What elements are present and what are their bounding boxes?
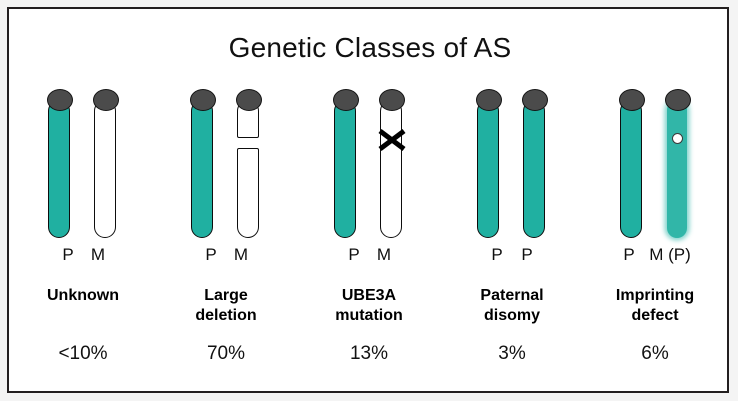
centromere-icon — [190, 89, 216, 111]
centromere-icon — [93, 89, 119, 111]
chromosome-arm — [523, 100, 545, 238]
chromosome-arm — [477, 100, 499, 238]
chromosome-paternal — [333, 89, 359, 241]
mutation-x-icon — [376, 128, 408, 152]
chromosome-pair — [586, 89, 724, 241]
chromosome-arm — [48, 100, 70, 238]
chromosome-arm — [191, 100, 213, 238]
class-name-line: Paternal — [480, 287, 544, 304]
parent-label-right: M — [90, 245, 106, 264]
chromosome-arm-lower-segment — [237, 148, 259, 238]
parent-origin-labels: P M (P) — [586, 245, 724, 265]
chromosome-pair — [443, 89, 581, 241]
class-name-line: UBE3A — [341, 287, 397, 304]
chromosome-paternal-duplicate — [522, 89, 548, 241]
centromere-icon — [236, 89, 262, 111]
class-percentage: 13% — [349, 343, 389, 364]
class-name-line: defect — [631, 307, 679, 324]
chromosome-maternal-deleted — [236, 89, 262, 241]
parent-label-right: M (P) — [649, 245, 691, 264]
class-name: Unknown — [14, 286, 152, 306]
chromosome-maternal — [93, 89, 119, 241]
centromere-icon — [47, 89, 73, 111]
centromere-icon — [522, 89, 548, 111]
parent-label-left: P — [205, 245, 217, 264]
chromosome-maternal-imprinted — [665, 89, 691, 241]
chromosome-arm — [380, 100, 402, 238]
parent-label-right: M — [376, 245, 392, 264]
centromere-icon — [379, 89, 405, 111]
chromosome-arm — [620, 100, 642, 238]
class-name: Paternal disomy — [443, 286, 581, 326]
chromosome-paternal — [47, 89, 73, 241]
class-name-line: deletion — [195, 307, 257, 324]
centromere-icon — [476, 89, 502, 111]
chromosome-pair — [157, 89, 295, 241]
class-percentage: <10% — [58, 343, 108, 364]
chromosome-arm — [334, 100, 356, 238]
chromosome-arm — [94, 100, 116, 238]
parent-label-left: P — [491, 245, 503, 264]
class-name-line: disomy — [483, 307, 540, 324]
centromere-icon — [619, 89, 645, 111]
chromosome-paternal — [476, 89, 502, 241]
class-column-imprinting-defect: P M (P) Imprinting defect 6% — [586, 9, 724, 395]
imprinting-center-dot-icon — [672, 133, 683, 144]
class-name-line: Imprinting — [615, 287, 695, 304]
chromosome-maternal-mutated — [376, 89, 408, 241]
class-name-line: Unknown — [47, 287, 119, 304]
chromosome-paternal — [190, 89, 216, 241]
chromosome-pair — [14, 89, 152, 241]
parent-label-right: P — [521, 245, 533, 264]
class-percentage: 70% — [206, 343, 246, 364]
parent-label-left: P — [623, 245, 635, 264]
parent-label-right: M — [233, 245, 249, 264]
parent-label-left: P — [62, 245, 74, 264]
class-name-line: Large — [204, 287, 248, 304]
class-name: UBE3A mutation — [300, 286, 438, 326]
figure-title: Genetic Classes of AS — [228, 32, 512, 63]
centromere-icon — [665, 89, 691, 111]
class-name: Imprinting defect — [586, 286, 724, 326]
class-percentage: 3% — [498, 343, 526, 364]
chromosome-pair — [300, 89, 438, 241]
chromosome-paternal — [619, 89, 645, 241]
class-name-line: mutation — [335, 307, 403, 324]
chromosome-arm — [667, 100, 687, 238]
parent-label-left: P — [348, 245, 360, 264]
class-name: Large deletion — [157, 286, 295, 326]
centromere-icon — [333, 89, 359, 111]
class-percentage: 6% — [641, 343, 669, 364]
